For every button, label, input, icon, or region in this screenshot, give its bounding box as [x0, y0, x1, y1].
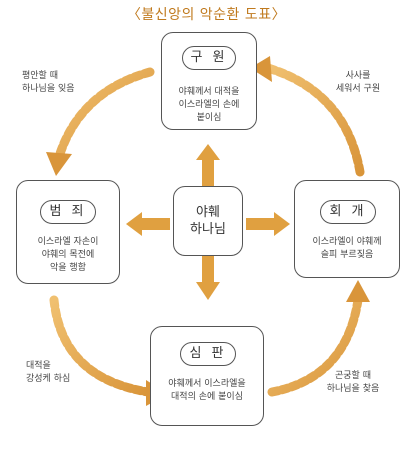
arrow-judgment-to-repent: [267, 295, 363, 397]
sin-desc: 이스라엘 자손이 야훼의 목전에 악을 행함: [37, 237, 99, 273]
arrow-salvation-to-sin-head: [46, 152, 72, 176]
arrow-center-left-shaft: [140, 218, 170, 230]
arrow-sin-to-judgment: [49, 295, 153, 397]
arrow-repent-to-salvation-head: [250, 56, 272, 82]
repent-node: [294, 180, 400, 278]
arrow-label-top-left: 평안할 때 하나님을 잊음: [22, 71, 75, 94]
judgment-node: [150, 326, 264, 426]
arrow-center-up-head: [196, 144, 220, 160]
salvation-label: 구 원: [182, 46, 236, 70]
arrow-label-bottom-right: 곤궁할 때 하나님을 찾음: [326, 371, 380, 394]
arrow-judgment-to-repent-head: [346, 280, 370, 302]
center-node: [173, 186, 243, 256]
judgment-label: 심 판: [180, 342, 236, 366]
arrow-center-right-shaft: [246, 218, 276, 230]
arrow-label-bottom-left: 대적을 강성케 하심: [26, 361, 71, 384]
judgment-desc: 야훼께서 이스라엘을 대적의 손에 붙이심: [168, 379, 246, 402]
arrow-center-down-head: [196, 282, 220, 300]
center-label: 야훼 하나님: [173, 204, 243, 238]
diagram-title: 〈불신앙의 악순환 도표〉: [126, 7, 287, 23]
repent-desc: 이스라엘이 야훼께 슬피 부르짖음: [312, 237, 382, 260]
center-line-2: 하나님: [190, 222, 226, 237]
repent-label: 회 개: [320, 200, 376, 224]
center-line-1: 야훼: [196, 205, 220, 220]
sin-label: 범 죄: [40, 200, 96, 224]
arrow-center-right-head: [274, 212, 290, 236]
salvation-desc: 야훼께서 대적을 이스라엘의 손에 붙이심: [178, 87, 240, 123]
salvation-node: [161, 32, 257, 130]
arrow-center-down-shaft: [202, 256, 214, 284]
arrow-salvation-to-sin: [53, 67, 155, 165]
arrow-center-left-head: [126, 212, 142, 236]
sin-node: [16, 180, 120, 284]
arrow-center-up-shaft: [202, 158, 214, 186]
arrow-repent-to-salvation: [263, 63, 365, 177]
arrow-label-top-right: 사사를 세워서 구원: [335, 71, 381, 94]
